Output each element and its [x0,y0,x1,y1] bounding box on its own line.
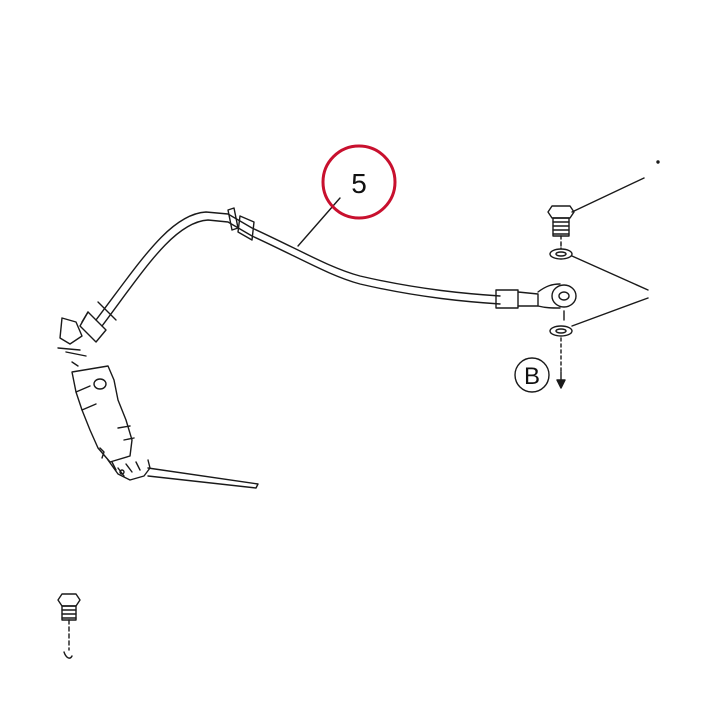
sealing-washer-upper [549,243,573,260]
banjo-eye [551,284,577,308]
leader-line-washer-upper [571,255,649,291]
leader-line-washer-lower [571,297,649,327]
hose-crimp-right [495,289,519,309]
banjo-bolt-top [547,205,575,245]
leader-line-part-5 [297,197,341,247]
highlight-ring [321,144,397,220]
part-number-label: 5 [351,168,367,199]
callout-view-b: B [514,357,550,393]
view-reference-label: B [524,363,540,390]
banjo-fitting [537,283,577,321]
brake-hose-outer [95,211,501,321]
view-b-arrow [556,371,566,389]
sealing-washer-lower [549,325,573,373]
bolt-lower-left [57,593,81,659]
brake-hose [79,207,539,343]
hose-crimp-left [79,311,107,343]
leader-line-bolt [571,177,645,213]
brake-hose-inner [101,219,501,327]
callout-part-5: 5 [321,144,397,220]
master-cylinder [57,317,259,489]
